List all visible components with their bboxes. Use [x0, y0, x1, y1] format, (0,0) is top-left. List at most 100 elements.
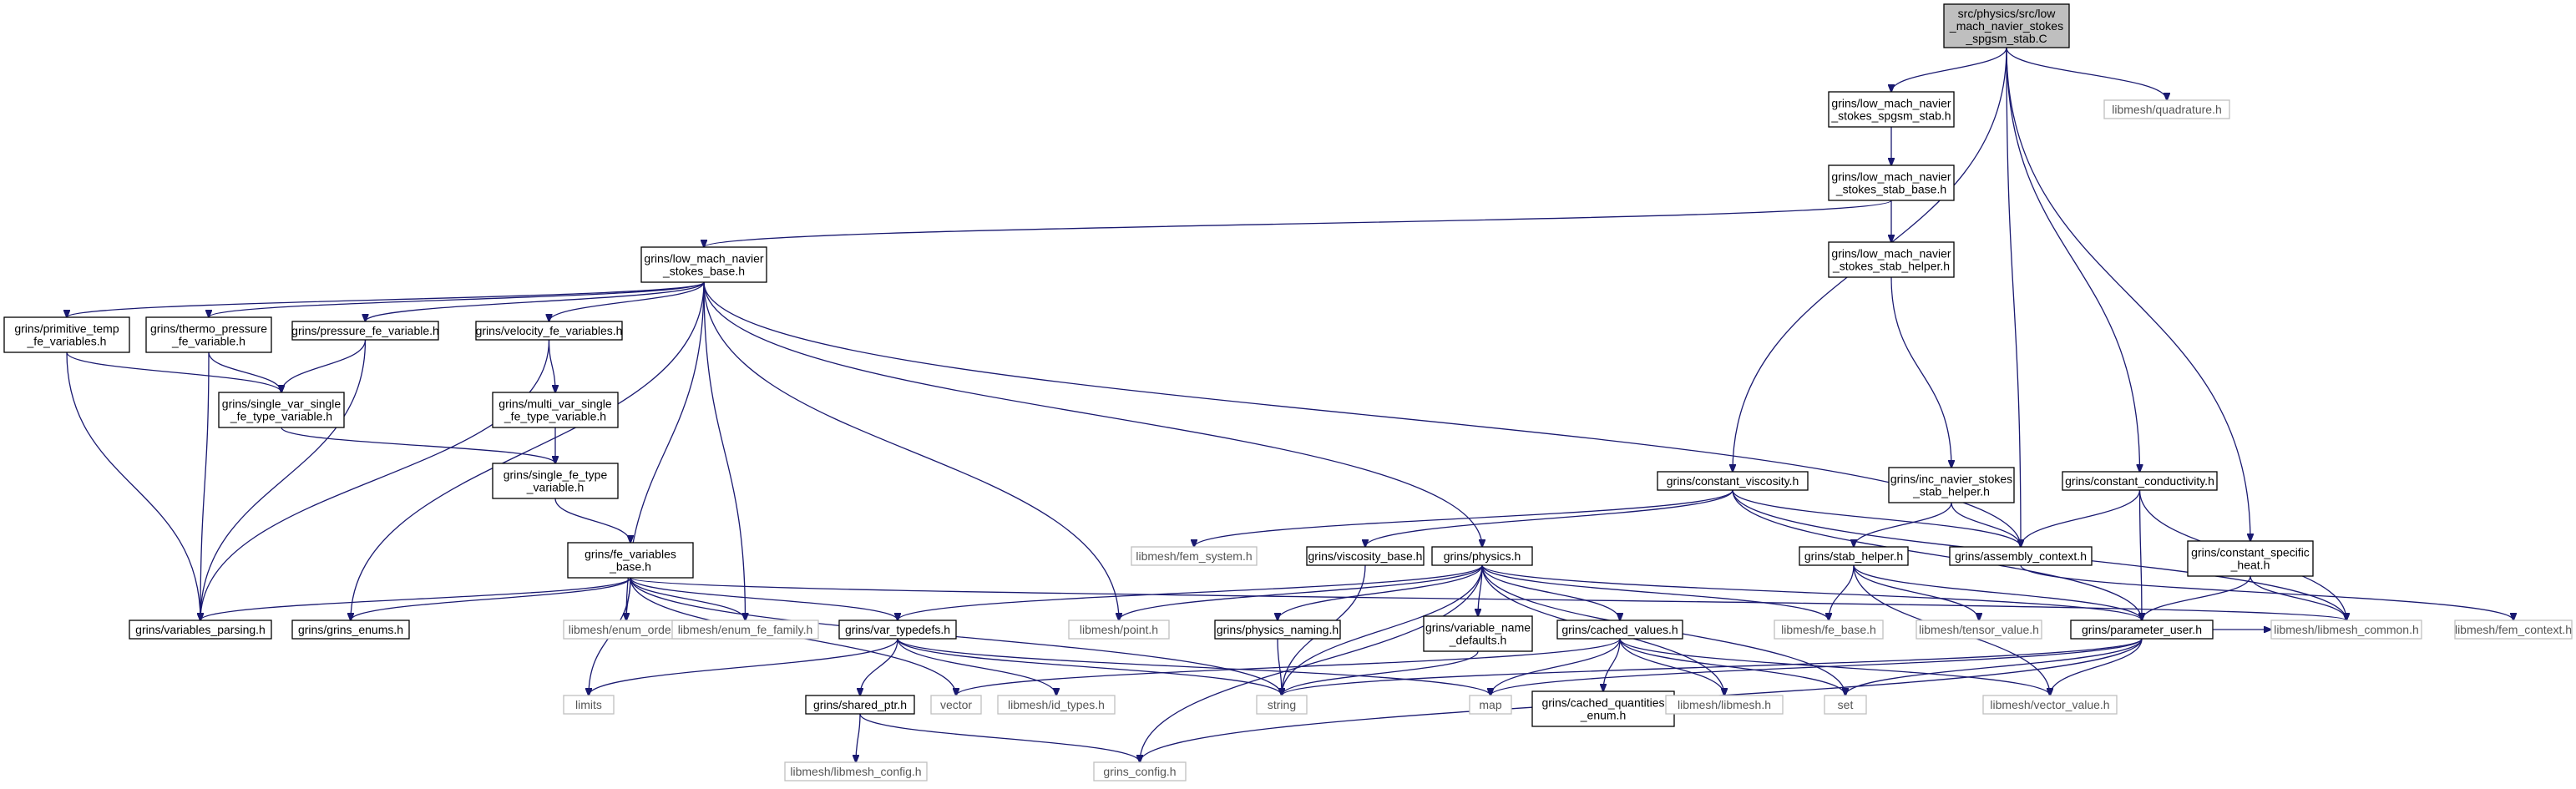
node-thermo[interactable]: grins/thermo_pressure_fe_variable.h — [145, 316, 272, 353]
node-label-thermo-0: grins/thermo_pressure — [150, 322, 267, 336]
node-stabhelper[interactable]: grins/low_mach_navier_stokes_stab_helper… — [1828, 241, 1955, 278]
node-box-point — [1068, 620, 1170, 640]
node-box-quadrature — [2103, 99, 2230, 119]
node-varname[interactable]: grins/variable_name_defaults.h — [1423, 615, 1533, 652]
edge-constcond-to-assembly — [2021, 489, 2141, 547]
node-point: libmesh/point.h — [1068, 620, 1170, 640]
edge-base-to-point — [703, 281, 1119, 620]
node-label-spgsm-1: _stokes_spgsm_stab.h — [1830, 109, 1951, 123]
node-box-stabhelper — [1828, 241, 1955, 278]
node-incstab[interactable]: grins/inc_navier_stokes_stab_helper.h — [1888, 467, 2015, 503]
node-label-velocity-0: grins/velocity_fe_variables.h — [476, 324, 623, 337]
edge-primtemp-to-svsft — [66, 352, 281, 392]
edge-paramuser-to-set — [1845, 638, 2143, 695]
edge-cachedvalues-to-cachedenum — [1603, 638, 1621, 691]
edge-physics-to-point — [1119, 564, 1483, 620]
node-stabh[interactable]: grins/stab_helper.h — [1799, 546, 1909, 566]
node-fevarbase[interactable]: grins/fe_variables_base.h — [567, 542, 694, 579]
edge-sharedptr-to-libmeshconfig — [856, 713, 861, 762]
node-box-base — [640, 246, 767, 283]
node-box-physics — [1431, 546, 1533, 566]
node-label-stabhelper-0: grins/low_mach_navier — [1831, 247, 1951, 260]
node-label-varname-0: grins/variable_name — [1425, 621, 1531, 635]
node-label-base-1: _stokes_base.h — [662, 265, 745, 278]
node-base[interactable]: grins/low_mach_navier_stokes_base.h — [640, 246, 767, 283]
edge-sharedptr-to-grinsconfig — [859, 713, 1140, 762]
node-cachedenum[interactable]: grins/cached_quantities_enum.h — [1531, 690, 1675, 727]
node-label-libmeshh-0: libmesh/libmesh.h — [1678, 698, 1771, 711]
node-label-svsft-1: _fe_type_variable.h — [230, 410, 332, 423]
node-sft[interactable]: grins/single_fe_type_variable.h — [492, 463, 619, 499]
node-varparsing[interactable]: grins/variables_parsing.h — [129, 620, 272, 640]
node-svsft[interactable]: grins/single_var_single_fe_type_variable… — [218, 392, 345, 428]
edge-constvisc-to-femsystem — [1194, 489, 1733, 547]
node-viscbase[interactable]: grins/viscosity_base.h — [1306, 546, 1425, 566]
node-sharedptr[interactable]: grins/shared_ptr.h — [805, 695, 915, 715]
edge-base-to-grinsenums — [351, 281, 705, 620]
node-label-vartypedefs-0: grins/var_typedefs.h — [845, 623, 950, 636]
node-label-primtemp-1: _fe_variables.h — [27, 335, 107, 348]
node-box-root — [1943, 3, 2070, 48]
node-box-tensor — [1916, 620, 2042, 640]
edge-assembly-to-femcontext — [2020, 564, 2513, 620]
node-string: string — [1256, 695, 1308, 715]
node-label-sft-0: grins/single_fe_type — [504, 468, 608, 482]
node-physnaming[interactable]: grins/physics_naming.h — [1214, 620, 1341, 640]
edge-base-to-physics — [703, 281, 1482, 547]
node-physics[interactable]: grins/physics.h — [1431, 546, 1533, 566]
node-vartypedefs[interactable]: grins/var_typedefs.h — [838, 620, 957, 640]
node-constcond[interactable]: grins/constant_conductivity.h — [2062, 471, 2218, 491]
node-label-string-0: string — [1268, 698, 1296, 711]
node-box-libmeshconfig — [784, 761, 928, 781]
edge-constcond-to-paramuser — [2140, 489, 2143, 620]
edge-incstab-to-stabh — [1854, 502, 1952, 547]
edge-fevarbase-to-libmeshcommon — [630, 577, 2346, 620]
node-box-sharedptr — [805, 695, 915, 715]
node-spgsm[interactable]: grins/low_mach_navier_stokes_spgsm_stab.… — [1828, 91, 1955, 128]
node-label-root-1: _mach_navier_stokes — [1949, 19, 2063, 33]
node-set: set — [1824, 695, 1867, 715]
edge-root-to-spgsm — [1891, 47, 2007, 92]
node-cachedvalues[interactable]: grins/cached_values.h — [1556, 620, 1683, 640]
node-label-fevarbase-0: grins/fe_variables — [585, 548, 676, 561]
node-box-grinsconfig — [1093, 761, 1187, 781]
node-limits: limits — [563, 695, 615, 715]
node-constheat[interactable]: grins/constant_specific_heat.h — [2187, 540, 2314, 577]
node-label-sharedptr-0: grins/shared_ptr.h — [813, 698, 907, 711]
node-stabbase[interactable]: grins/low_mach_navier_stokes_stab_base.h — [1828, 164, 1955, 201]
edge-pressure-to-svsft — [281, 339, 367, 392]
edge-constvisc-to-assembly — [1732, 489, 2021, 547]
node-root[interactable]: src/physics/src/low_mach_navier_stokes_s… — [1943, 3, 2070, 48]
node-map: map — [1469, 695, 1512, 715]
edge-pressure-to-varparsing — [200, 339, 367, 620]
node-paramuser[interactable]: grins/parameter_user.h — [2070, 620, 2214, 640]
node-label-tensor-0: libmesh/tensor_value.h — [1919, 623, 2039, 636]
node-box-primtemp — [3, 316, 130, 353]
node-pressure[interactable]: grins/pressure_fe_variable.h — [291, 321, 439, 341]
node-label-enumfefam-0: libmesh/enum_fe_family.h — [678, 623, 813, 636]
edge-base-to-assembly — [703, 281, 2021, 547]
node-label-assembly-0: grins/assembly_context.h — [1955, 549, 2087, 563]
edge-base-to-thermo — [209, 281, 705, 317]
edge-vartypedefs-to-map — [897, 638, 1490, 695]
node-box-viscbase — [1306, 546, 1425, 566]
node-primtemp[interactable]: grins/primitive_temp_fe_variables.h — [3, 316, 130, 353]
edge-fevarbase-to-varparsing — [200, 577, 631, 620]
node-box-fevarbase — [567, 542, 694, 579]
edge-cachedvalues-to-set — [1619, 638, 1845, 695]
edge-vartypedefs-to-string — [897, 638, 1282, 695]
node-box-string — [1256, 695, 1308, 715]
edge-constvisc-to-viscbase — [1365, 489, 1733, 547]
node-constvisc[interactable]: grins/constant_viscosity.h — [1657, 471, 1809, 491]
edge-vartypedefs-to-limits — [589, 638, 898, 695]
node-box-vectorvalue — [1982, 695, 2118, 715]
node-grinsenums[interactable]: grins/grins_enums.h — [291, 620, 410, 640]
node-velocity[interactable]: grins/velocity_fe_variables.h — [475, 321, 623, 341]
node-mvsft[interactable]: grins/multi_var_single_fe_type_variable.… — [492, 392, 619, 428]
edge-primtemp-to-varparsing — [66, 352, 200, 620]
node-label-varname-1: _defaults.h — [1449, 634, 1507, 647]
node-label-svsft-0: grins/single_var_single — [222, 397, 342, 411]
node-assembly[interactable]: grins/assembly_context.h — [1949, 546, 2093, 566]
node-box-libmeshh — [1665, 695, 1784, 715]
node-box-limits — [563, 695, 615, 715]
